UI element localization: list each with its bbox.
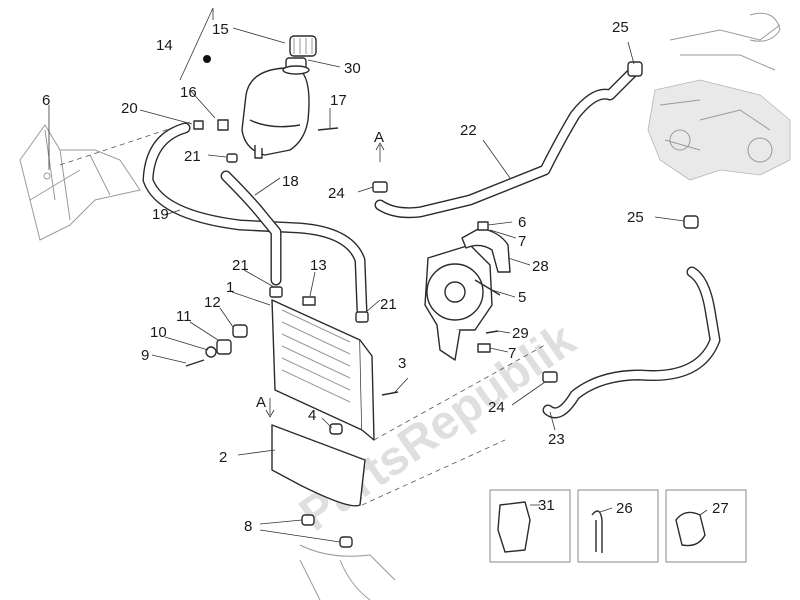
callout-23: 23: [548, 431, 565, 448]
callout-27: 27: [712, 500, 729, 517]
grommet-8b: [339, 536, 353, 548]
callout-21-right: 21: [380, 296, 397, 313]
spacer-12: [232, 324, 248, 338]
callout-17: 17: [330, 92, 347, 109]
bushing-11: [216, 339, 232, 355]
callout-1: 1: [226, 279, 234, 296]
frame-dash-line: [59, 121, 191, 166]
screw-29: [485, 330, 499, 334]
callout-25-upper: 25: [612, 19, 629, 36]
leader-14: [179, 7, 214, 81]
callout-29: 29: [512, 325, 529, 342]
callout-12: 12: [204, 294, 221, 311]
callout-24-lower: 24: [488, 399, 505, 416]
callout-13: 13: [310, 257, 327, 274]
frame-section-ghost: [19, 124, 141, 241]
clamp-25-upper: [627, 61, 643, 77]
callout-31: 31: [538, 497, 555, 514]
screw-9: [185, 359, 205, 367]
clip-13: [302, 296, 316, 306]
clamp-27: [675, 511, 706, 547]
clamp-24-upper: [372, 181, 388, 193]
arrow-a-bottom: [265, 398, 275, 418]
tank-seal-ring: [282, 65, 310, 75]
callout-7-lower: 7: [508, 345, 516, 362]
clip-21-mid: [269, 286, 283, 298]
callout-9: 9: [141, 347, 149, 364]
callout-11: 11: [176, 308, 192, 325]
dash-line-2: [361, 439, 506, 506]
callout-7-upper: 7: [518, 233, 526, 250]
callout-2: 2: [219, 449, 227, 466]
callout-21-mid: 21: [232, 257, 249, 274]
engine-ghost: [647, 12, 791, 181]
radiator: [271, 296, 375, 441]
fan-shroud-28: [461, 227, 511, 273]
dash-line-1: [373, 344, 546, 441]
callout-5: 5: [518, 289, 526, 306]
grommet-4: [329, 423, 343, 435]
radiator-cover: [271, 424, 366, 507]
callout-26: 26: [616, 500, 633, 517]
clip-20: [193, 120, 204, 130]
callout-6-left: 6: [42, 92, 50, 109]
callout-8: 8: [244, 518, 252, 535]
callout-15: 15: [212, 21, 229, 38]
callout-6-right: 6: [518, 214, 526, 231]
callout-25-lower: 25: [627, 209, 644, 226]
hose-19: [142, 122, 368, 318]
clip-21-right: [355, 311, 369, 323]
inset-box-26: [577, 489, 659, 563]
callout-24-upper: 24: [328, 185, 345, 202]
callout-labels: 15 14 30 16 20 17 6 21 18 19 21 13 1 21 …: [42, 19, 729, 535]
screw-17: [317, 127, 339, 131]
callout-14: 14: [156, 37, 173, 54]
tank-cap: [289, 35, 317, 57]
callout-30: 30: [344, 60, 361, 77]
clip-16: [217, 119, 229, 131]
washer-10: [205, 346, 217, 358]
callout-16: 16: [180, 84, 197, 101]
expansion-tank: [241, 35, 317, 159]
arrow-a-top: [375, 142, 385, 162]
screw-3: [381, 391, 399, 396]
nut-6: [477, 221, 489, 231]
callout-28: 28: [532, 258, 549, 275]
clip-31: [497, 501, 531, 553]
callout-3: 3: [398, 355, 406, 372]
cooling-fan: [424, 244, 501, 361]
tank-outlet: [254, 145, 263, 159]
leader-lines: [48, 27, 708, 543]
callout-22: 22: [460, 122, 477, 139]
callout-4: 4: [308, 407, 316, 424]
callout-20: 20: [121, 100, 138, 117]
hose-18: [220, 170, 282, 286]
view-marker-a-bottom: A: [256, 394, 266, 411]
bullet-marker: [203, 55, 211, 63]
callout-10: 10: [150, 324, 167, 341]
hose-23: [542, 266, 721, 419]
callout-21-upper: 21: [184, 148, 201, 165]
hose-22: [374, 64, 641, 219]
bottom-frame-ghost: [299, 544, 396, 600]
nut-7-lower: [477, 343, 491, 353]
callout-18: 18: [282, 173, 299, 190]
clip-21-upper: [226, 153, 238, 163]
clamp-24-lower: [542, 371, 558, 383]
clamp-25-lower: [683, 215, 699, 229]
callout-19: 19: [152, 206, 169, 223]
view-marker-a-top: A: [374, 129, 384, 146]
clip-26: [591, 510, 603, 553]
grommet-8a: [301, 514, 315, 526]
